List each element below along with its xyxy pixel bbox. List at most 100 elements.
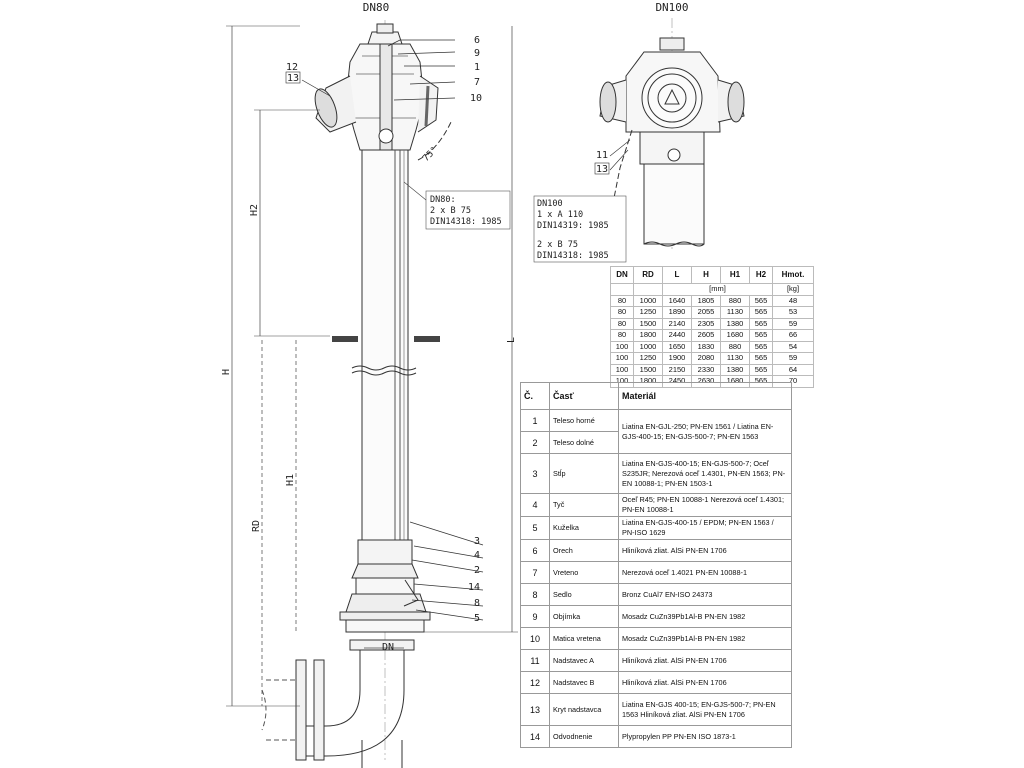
part-number: 5: [520, 516, 550, 540]
dimension-table-header: DN RD L H H1 H2 Hmot.: [610, 266, 814, 284]
part-material: Liatina EN-GJS-400-15 / EPDM; PN-EN 1563…: [618, 516, 792, 540]
dimension-table-cell: 1000: [633, 340, 663, 353]
dim-col-dn: DN: [610, 266, 634, 284]
part-name: Nadstavec B: [549, 671, 619, 694]
dimension-table-cell: 565: [749, 363, 773, 376]
dim-col-h: H: [691, 266, 721, 284]
dimension-table-cell: 1900: [662, 352, 692, 365]
callout-14: 14: [468, 582, 480, 593]
dimension-table-cell: 1000: [633, 294, 663, 307]
dimension-table-cell: 1800: [633, 329, 663, 342]
part-number: 3: [520, 453, 550, 494]
part-material: Bronz CuAl7 EN-ISO 24373: [618, 583, 792, 606]
part-material: Mosadz CuZn39Pb1Al-B PN-EN 1982: [618, 627, 792, 650]
dn80-note-box: [425, 190, 511, 230]
dn100-note-line-5: DIN14318: 1985: [537, 251, 609, 261]
dimension-table-cell: 880: [720, 340, 750, 353]
dimension-table-cell: 80: [610, 329, 634, 342]
part-name: Orech: [549, 539, 619, 562]
callout-9: 9: [474, 48, 480, 59]
part-number: 9: [520, 605, 550, 628]
dim-label-angle: 75°: [421, 145, 440, 164]
part-material: Mosadz CuZn39Pb1Al-B PN-EN 1982: [618, 605, 792, 628]
dimension-table-cell: 1680: [720, 329, 750, 342]
dim-label-dn: DN: [382, 642, 394, 653]
dim-label-h1: H1: [285, 474, 296, 486]
dimension-table-cell: 64: [772, 363, 814, 376]
dimension-table-cell: 80: [610, 306, 634, 319]
unit-kg: [kg]: [772, 283, 814, 296]
part-number: 1: [520, 409, 550, 432]
dimension-table-cell: 1250: [633, 352, 663, 365]
dim-label-h2: H2: [249, 204, 260, 216]
dn80-note-line-3: DIN14318: 1985: [430, 217, 502, 227]
unit-mm: [mm]: [662, 283, 773, 296]
dimension-table-cell: 1890: [662, 306, 692, 319]
part-material: Hliníková zliat. AlSi PN-EN 1706: [618, 539, 792, 562]
callout-1: 1: [474, 62, 480, 73]
part-number: 11: [520, 649, 550, 672]
dimension-table-cell: 54: [772, 340, 814, 353]
part-number: 6: [520, 539, 550, 562]
dimension-table-units: [mm] [kg]: [610, 283, 814, 296]
dim-col-mass: Hmot.: [772, 266, 814, 284]
part-name: Objímka: [549, 605, 619, 628]
dimension-table-cell: 1640: [662, 294, 692, 307]
dimension-table-cell: 880: [720, 294, 750, 307]
part-material: Liatina EN-GJS 400-15; EN-GJS-500-7; PN-…: [618, 693, 792, 726]
part-number: 7: [520, 561, 550, 584]
dimension-table-cell: 2150: [662, 363, 692, 376]
part-material: Hliníková zliat. AlSi PN-EN 1706: [618, 649, 792, 672]
parts-col-material: Materiál: [618, 382, 792, 410]
dimension-table-cell: 2330: [691, 363, 721, 376]
part-number: 2: [520, 431, 550, 454]
dimension-table-cell: 80: [610, 294, 634, 307]
parts-col-part: Časť: [549, 382, 619, 410]
dimension-table-cell: 100: [610, 352, 634, 365]
callout-3: 3: [474, 536, 480, 547]
dn100-view-title: DN100: [655, 1, 688, 14]
part-name: Sedlo: [549, 583, 619, 606]
dimension-table-cell: 53: [772, 306, 814, 319]
dimension-table-cell: 1380: [720, 317, 750, 330]
part-material: Nerezová oceľ 1.4021 PN-EN 10088-1: [618, 561, 792, 584]
part-number: 14: [520, 725, 550, 748]
dimension-table-cell: 1650: [662, 340, 692, 353]
part-name: Nadstavec A: [549, 649, 619, 672]
dimension-table-cell: 2440: [662, 329, 692, 342]
callout-8: 8: [474, 598, 480, 609]
dim-label-rd: RD: [251, 520, 262, 532]
dimension-table-cell: 565: [749, 329, 773, 342]
part-material: Hliníková zliat. AlSi PN-EN 1706: [618, 671, 792, 694]
dimension-table-cell: 1500: [633, 317, 663, 330]
callout-6: 6: [474, 35, 480, 46]
part-name: Stĺp: [549, 453, 619, 494]
part-name: Tyč: [549, 493, 619, 517]
dimension-table-cell: 1500: [633, 363, 663, 376]
dimension-table-cell: 1805: [691, 294, 721, 307]
parts-table-header: Č. Časť Materiál: [520, 382, 792, 410]
part-name: Teleso dolné: [549, 431, 619, 454]
dimension-table-cell: 565: [749, 317, 773, 330]
dimension-table-cell: 59: [772, 352, 814, 365]
dimension-lines: [226, 25, 518, 707]
dn80-note-line-2: 2 x B 75: [430, 206, 471, 216]
dimension-table-cell: 80: [610, 317, 634, 330]
dimension-table-cell: 2140: [662, 317, 692, 330]
dn100-note-line-2: 1 x A 110: [537, 210, 583, 220]
dn100-note-line-4: 2 x B 75: [537, 240, 578, 250]
